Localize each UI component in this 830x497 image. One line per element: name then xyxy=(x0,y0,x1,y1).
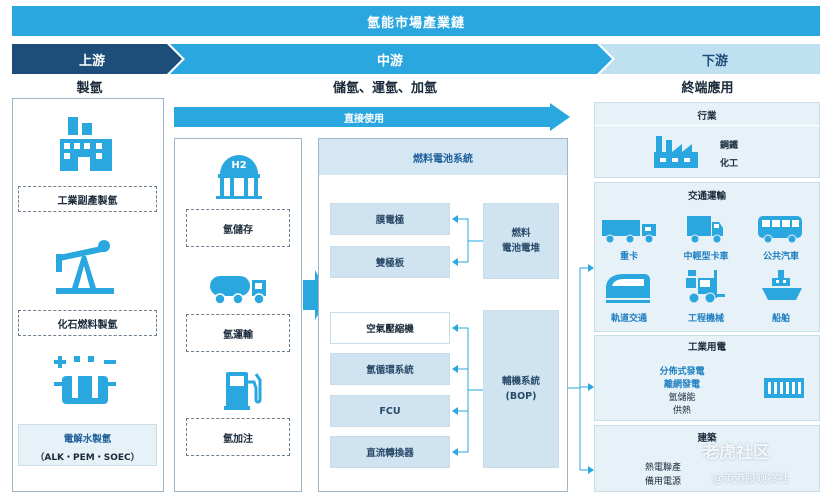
chart-title: 氫能市場產業鏈 xyxy=(12,6,820,36)
transport-panel xyxy=(594,182,820,332)
bop-box: 輔機系統 (BOP) xyxy=(483,310,559,468)
building-title: 建築 xyxy=(697,433,717,444)
industry-panel xyxy=(594,102,820,178)
power-item-offgrid: 離網發電 xyxy=(663,380,700,390)
bus-label: 公共汽車 xyxy=(762,251,799,262)
stage-bar xyxy=(12,44,820,74)
fuel-cell-connectors xyxy=(452,215,483,456)
electrolysis-types: （ALK・PEM・SOEC） xyxy=(35,452,140,463)
downstream-chevron xyxy=(600,44,820,74)
watermark-title: 老虎社区 xyxy=(702,443,770,463)
fuel-pump-icon xyxy=(224,372,262,410)
hydrogen-refueling-box: 氫加注 xyxy=(186,418,290,456)
transport-title: 交通運輸 xyxy=(687,191,726,202)
end-use-heading: 終端應用 xyxy=(681,80,734,96)
fossil-fuel-box: 化石燃料製氫 xyxy=(18,310,157,336)
hydrogen-storage-box: 氫儲存 xyxy=(186,209,290,247)
train-icon xyxy=(606,274,650,303)
building-panel xyxy=(594,425,820,492)
electrolysis-box: 電解水製氫 （ALK・PEM・SOEC） xyxy=(18,424,157,466)
fcu-box: FCU xyxy=(330,395,450,427)
downstream-label: 下游 xyxy=(701,53,728,69)
dc-converter-box: 直流轉換器 xyxy=(330,436,450,468)
power-title: 工業用電 xyxy=(687,342,726,353)
midstream-label: 中游 xyxy=(376,53,403,69)
direct-use-label: 直接使用 xyxy=(344,113,384,125)
hydrogen-recirculation-box: 氫循環系統 xyxy=(330,353,450,385)
bipolar-plate-box: 雙極板 xyxy=(330,246,450,278)
downstream-connectors xyxy=(568,264,594,474)
storage-heading: 儲氫、運氫、加氫 xyxy=(332,80,437,96)
midstream-chevron xyxy=(170,44,612,74)
upstream-label: 上游 xyxy=(78,53,105,69)
tanker-truck-icon xyxy=(210,276,266,305)
power-item-storage: 氫儲能 xyxy=(668,393,696,403)
hydrogen-transport-box: 氫運輸 xyxy=(186,314,290,352)
industry-chemical: 化工 xyxy=(720,159,739,169)
light-truck-icon xyxy=(687,216,723,244)
train-label: 軌道交通 xyxy=(610,313,647,324)
flow-arrow-icon xyxy=(303,270,329,320)
industry-title: 行業 xyxy=(594,104,820,126)
industry-steel: 鋼鐵 xyxy=(720,141,739,151)
container-generator-icon xyxy=(764,378,804,398)
storage-tank-icon: H2 xyxy=(216,155,262,199)
fuel-cell-system-title: 燃料電池系統 xyxy=(319,139,567,175)
fuel-cell-stack-box: 燃料 電池電堆 xyxy=(483,203,559,279)
power-item-distributed: 分佈式發電 xyxy=(659,367,705,377)
steel-plant-icon xyxy=(654,136,698,168)
heavy-truck-icon xyxy=(602,220,656,244)
electrolysis-label: 電解水製氫 xyxy=(63,434,112,445)
forklift-icon xyxy=(686,270,725,304)
building-item-backup: 備用電源 xyxy=(644,477,681,487)
membrane-electrode-box: 膜電極 xyxy=(330,203,450,235)
bus-icon xyxy=(758,216,802,244)
industrial-byproduct-box: 工業副產製氫 xyxy=(18,186,157,212)
air-compressor-box: 空氣壓縮機 xyxy=(330,312,450,344)
power-item-heating: 供熱 xyxy=(672,406,691,416)
factory-icon xyxy=(60,117,112,171)
ship-label: 船舶 xyxy=(771,313,790,324)
production-heading: 製氫 xyxy=(76,80,103,96)
direct-use-arrow xyxy=(174,103,570,131)
heavy-truck-label: 重卡 xyxy=(619,251,638,262)
oil-pump-icon xyxy=(56,240,114,294)
svg-text:H2: H2 xyxy=(231,160,246,171)
upstream-chevron xyxy=(12,44,182,74)
ship-icon xyxy=(762,270,802,300)
forklift-label: 工程機械 xyxy=(687,313,724,324)
electrolyzer-icon xyxy=(54,356,116,404)
building-item-chp: 熱電聯產 xyxy=(644,463,681,473)
watermark-handle: @美港股观察社 xyxy=(712,472,789,485)
light-truck-label: 中輕型卡車 xyxy=(683,251,729,262)
